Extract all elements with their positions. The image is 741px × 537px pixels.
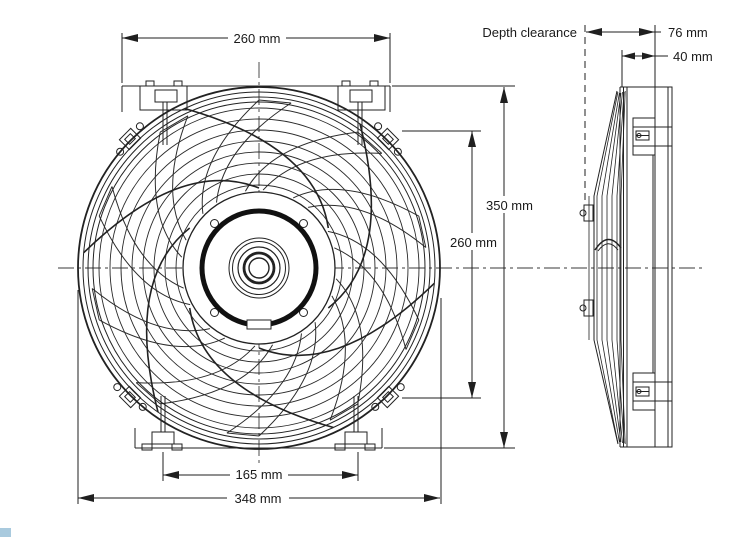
side-back-frame	[620, 86, 673, 448]
dimension-total-height	[384, 85, 536, 449]
label-depth-clearance: Depth clearance	[482, 25, 577, 40]
rim-clip-upper-left	[116, 122, 144, 156]
dimension-motor-depth	[621, 50, 668, 87]
hub-screw	[210, 219, 219, 228]
grille-wires	[83, 107, 435, 429]
dimension-total-depth	[584, 25, 661, 205]
rim-clip-lower-left	[113, 383, 147, 411]
top-bracket-left	[139, 80, 188, 145]
dim-label-top-width: 260 mm	[234, 31, 281, 46]
dim-label-mount-height: 260 mm	[450, 235, 497, 250]
fan-blades	[91, 99, 427, 437]
dim-label-total-depth: 76 mm	[668, 25, 708, 40]
bottom-foot-left	[141, 396, 183, 451]
side-lug-bottom	[632, 372, 672, 411]
shroud-rim	[77, 86, 441, 450]
side-lug-top	[632, 117, 672, 156]
dim-label-motor-depth: 40 mm	[673, 49, 713, 64]
dim-label-total-height: 350 mm	[486, 198, 533, 213]
hub-screw	[299, 219, 308, 228]
side-rim-clips	[579, 196, 594, 340]
bottom-foot-right	[334, 396, 376, 451]
dim-label-total-width: 348 mm	[235, 491, 282, 506]
dimension-top-width	[121, 30, 391, 83]
hub-screw	[210, 308, 219, 317]
corner-artifact	[0, 528, 11, 537]
fan-front-view	[77, 80, 441, 451]
dimension-labels: 260 mm Depth clearance 76 mm 40 mm 350 m…	[234, 25, 713, 506]
rim-clip-upper-right	[374, 122, 402, 156]
motor-hub	[182, 191, 336, 345]
dimension-total-width	[77, 290, 442, 505]
dimensions	[77, 25, 668, 505]
side-blade-band	[593, 90, 626, 445]
fan-side-view	[579, 86, 673, 448]
top-bracket-right	[337, 80, 386, 145]
hub-screw	[299, 308, 308, 317]
rim-clip-lower-right	[371, 383, 405, 411]
dim-label-mount-width: 165 mm	[236, 467, 283, 482]
grille-rings	[98, 107, 420, 429]
dimension-mount-width	[162, 452, 359, 482]
